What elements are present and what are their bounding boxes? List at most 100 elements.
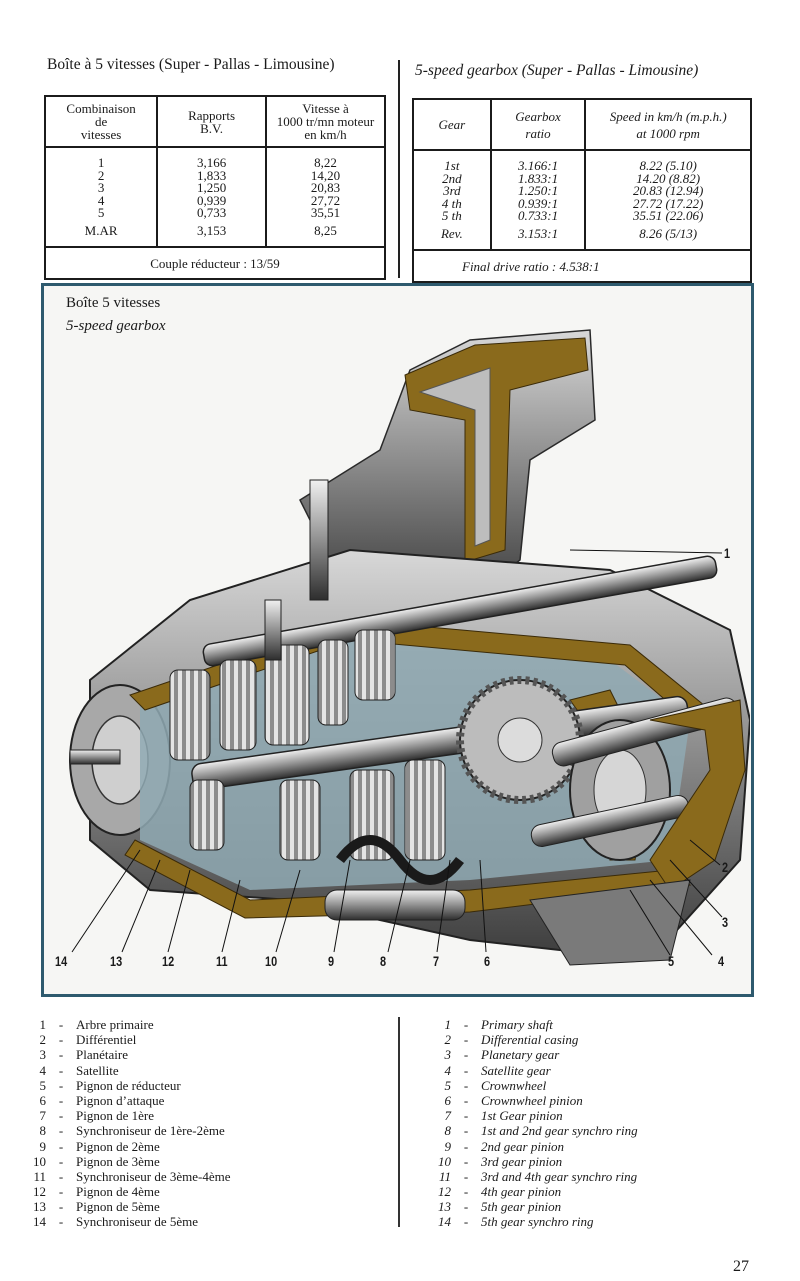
legend-item: 2-Differential casing (427, 1032, 638, 1047)
legend-label: 2nd gear pinion (481, 1138, 565, 1154)
legend-label: Planétaire (76, 1047, 128, 1063)
legend-label: Crownwheel (481, 1077, 547, 1093)
table-cell: 1 (97, 155, 105, 170)
legend-number: 13 (438, 1199, 451, 1215)
legend-label: 5th gear pinion (481, 1199, 562, 1215)
english-parts-legend: 1-Primary shaft 2-Differential casing 3-… (427, 1017, 638, 1230)
legend-item: 12-4th gear pinion (427, 1184, 638, 1199)
legend-label: Pignon de 1ère (76, 1108, 154, 1124)
table-cell: 3 (97, 180, 105, 195)
gear-column: 1st 2nd 3rd 4 th 5 th Rev. (412, 149, 492, 251)
french-parts-legend: 1-Arbre primaire 2-Différentiel 3-Planét… (22, 1017, 231, 1230)
legend-number: 9 (444, 1138, 452, 1154)
legend-number: 6 (39, 1092, 47, 1108)
english-ratio-table: Gear Gearbox ratio Speed in km/h (m.p.h.… (412, 98, 752, 283)
header-line: Combinaison (66, 101, 136, 116)
legend-item: 9-2nd gear pinion (427, 1139, 638, 1154)
callout-13: 13 (110, 953, 123, 969)
header-gear-combination: Combinaison de vitesses (43, 95, 159, 148)
legend-number: 5 (39, 1077, 47, 1093)
table-cell: 1,833 (196, 167, 227, 183)
legend-item: 14-Synchroniseur de 5ème (22, 1214, 231, 1229)
callout-4: 4 (718, 953, 725, 969)
legend-label: Pignon de 4ème (76, 1184, 160, 1200)
callout-2: 2 (722, 859, 729, 875)
legend-label: Pignon d’attaque (76, 1092, 165, 1108)
header-line: at 1000 rpm (636, 125, 700, 141)
legend-divider (398, 1017, 400, 1227)
header-line: en km/h (304, 127, 347, 142)
legend-item: 12-Pignon de 4ème (22, 1184, 231, 1199)
legend-item: 5-Crownwheel (427, 1078, 638, 1093)
legend-item: 8-Synchroniseur de 1ère-2ème (22, 1123, 231, 1138)
gear-stack-lower (189, 759, 446, 861)
callout-1: 1 (724, 545, 731, 561)
table-cell: 14.20 (8.82) (636, 170, 701, 186)
table-cell: 1.833:1 (518, 170, 559, 186)
legend-label: Synchroniseur de 5ème (76, 1214, 199, 1230)
table-cell: 0,733 (196, 205, 227, 220)
header-speed: Speed in km/h (m.p.h.) at 1000 rpm (584, 98, 752, 151)
header-line: Gear (438, 117, 466, 132)
table-cell: 3.153:1 (518, 225, 559, 241)
legend-label: Differential casing (481, 1032, 579, 1048)
legend-item: 9-Pignon de 2ème (22, 1139, 231, 1154)
header-speed: Vitesse à 1000 tr/mn moteur en km/h (264, 95, 387, 148)
legend-item: 11-3rd and 4th gear synchro ring (427, 1169, 638, 1184)
table-cell: 3,166 (196, 155, 227, 170)
legend-label: 5th gear synchro ring (481, 1214, 594, 1230)
legend-number: 13 (33, 1199, 46, 1215)
legend-label: 1st Gear pinion (481, 1108, 563, 1124)
header-line: Rapports (188, 107, 236, 123)
legend-item: 1-Primary shaft (427, 1017, 638, 1032)
legend-number: 7 (39, 1108, 47, 1124)
callout-6: 6 (484, 953, 491, 969)
header-ratio: Rapports B.V. (156, 95, 267, 148)
legend-label: Arbre primaire (76, 1017, 154, 1032)
legend-item: 4-Satellite (22, 1063, 231, 1078)
legend-item: 10-Pignon de 3ème (22, 1154, 231, 1169)
table-cell: 27,72 (310, 192, 341, 208)
table-cell: 5 th (441, 208, 462, 223)
legend-item: 3-Planetary gear (427, 1047, 638, 1062)
header-line: 1000 tr/mn moteur (276, 114, 375, 129)
callout-14: 14 (55, 953, 68, 969)
legend-item: 7-Pignon de 1ère (22, 1108, 231, 1123)
table-cell: 35.51 (22.06) (632, 208, 704, 223)
table-cell: 20,83 (310, 180, 341, 195)
legend-item: 8-1st and 2nd gear synchro ring (427, 1123, 638, 1138)
legend-item: 5-Pignon de réducteur (22, 1078, 231, 1093)
legend-number: 7 (444, 1108, 452, 1124)
table-cell: M.AR (84, 222, 118, 238)
speed-column: 8.22 (5.10) 14.20 (8.82) 20.83 (12.94) 2… (584, 149, 752, 251)
legend-item: 3-Planétaire (22, 1047, 231, 1062)
header-line: vitesses (80, 127, 122, 142)
french-ratio-table: Combinaison de vitesses Rapports B.V. Vi… (43, 95, 387, 280)
legend-number: 10 (33, 1153, 46, 1169)
legend-label: 1st and 2nd gear synchro ring (481, 1123, 638, 1139)
legend-item: 6-Crownwheel pinion (427, 1093, 638, 1108)
legend-number: 2 (39, 1032, 47, 1048)
diagram-title-french: Boîte 5 vitesses (66, 295, 161, 311)
table-cell: 3rd (443, 183, 461, 198)
header-gear: Gear (412, 98, 492, 151)
table-cell: 8,25 (314, 222, 337, 238)
legend-item: 11-Synchroniseur de 3ème-4ème (22, 1169, 230, 1184)
gearbox-cutaway-illustration (69, 329, 750, 966)
legend-number: 3 (39, 1047, 47, 1063)
callout-5: 5 (668, 953, 675, 969)
table-cell: 3,153 (196, 222, 227, 238)
legend-label: Crownwheel pinion (481, 1092, 583, 1108)
table-cell: 0,939 (196, 192, 227, 208)
legend-number: 8 (444, 1123, 452, 1139)
legend-item: 6-Pignon d’attaque (22, 1093, 231, 1108)
final-drive-footer: Couple réducteur : 13/59 (44, 246, 386, 280)
page-number: 27 (733, 1258, 749, 1275)
legend-label: Différentiel (76, 1032, 137, 1048)
legend-item: 4-Satellite gear (427, 1063, 638, 1078)
final-drive-footer: Final drive ratio : 4.538:1 (412, 249, 752, 283)
ratio-column: 3,166 1,833 1,250 0,939 0,733 3,153 (156, 146, 267, 248)
legend-item: 13-Pignon de 5ème (22, 1199, 231, 1214)
table-cell: 20.83 (12.94) (632, 183, 704, 198)
legend-label: Pignon de 2ème (76, 1138, 160, 1154)
